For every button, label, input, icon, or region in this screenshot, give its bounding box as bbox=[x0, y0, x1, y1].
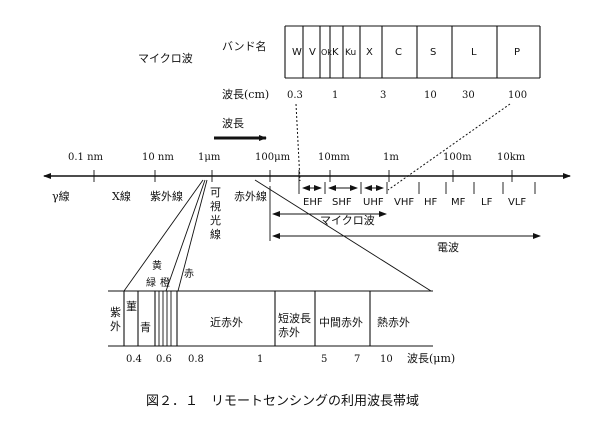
detail-tick-0.6: 0.6 bbox=[156, 354, 172, 365]
tick-100um: 100μm bbox=[255, 152, 291, 163]
detail-tick-0.8: 0.8 bbox=[188, 354, 204, 365]
color-yellow: 黄 bbox=[152, 259, 162, 272]
direction-label: 波長 bbox=[222, 117, 244, 130]
visible-label-4: 線 bbox=[210, 227, 221, 241]
detail-zoom-lines bbox=[123, 179, 432, 292]
cell-uv: 紫外 bbox=[110, 306, 121, 333]
radio-lf: LF bbox=[481, 197, 493, 208]
cell-swir: 短波長赤外 bbox=[278, 311, 311, 339]
radio-hf: HF bbox=[424, 197, 438, 208]
band-ka: Ok bbox=[321, 48, 332, 57]
tick-0.1nm: 0.1 nm bbox=[68, 152, 104, 163]
band-p: P bbox=[514, 47, 520, 58]
band-wl-tick-0.3: 0.3 bbox=[287, 90, 303, 101]
band-c: C bbox=[395, 47, 402, 58]
region-gamma: γ線 bbox=[52, 189, 70, 203]
figure-caption: 図２．１ リモートセンシングの利用波長帯域 bbox=[146, 394, 419, 409]
radio-ehf: EHF bbox=[303, 197, 323, 208]
color-violet: 菫 bbox=[126, 300, 137, 313]
detail-tick-7: 7 bbox=[354, 354, 360, 365]
radio-span-label: 電波 bbox=[437, 241, 459, 254]
visible-label-1: 可 bbox=[210, 186, 221, 199]
tick-1um: 1μm bbox=[198, 152, 221, 163]
detail-tick-10: 10 bbox=[380, 354, 393, 365]
tick-10km: 10km bbox=[497, 152, 526, 163]
zoom-guide-right bbox=[387, 103, 511, 191]
cell-near-ir: 近赤外 bbox=[210, 316, 243, 329]
radio-mf: MF bbox=[451, 197, 466, 208]
cell-mid-ir: 中間赤外 bbox=[319, 316, 363, 329]
band-ku: Ku bbox=[345, 48, 356, 58]
tick-10mm: 10mm bbox=[318, 152, 350, 163]
color-green: 緑 bbox=[146, 276, 156, 289]
tick-10nm: 10 nm bbox=[142, 152, 174, 163]
band-s: S bbox=[430, 47, 436, 58]
band-wavelength-label: 波長(cm) bbox=[222, 88, 269, 101]
detail-axis-label: 波長(μm) bbox=[407, 352, 455, 365]
band-name-label: バンド名 bbox=[222, 39, 267, 53]
band-v: V bbox=[309, 47, 316, 58]
microwave-title: マイクロ波 bbox=[138, 52, 193, 65]
band-wl-tick-30: 30 bbox=[462, 90, 475, 101]
band-x: X bbox=[366, 47, 373, 58]
detail-tick-1: 1 bbox=[257, 354, 263, 365]
band-wl-tick-3: 3 bbox=[380, 90, 386, 101]
region-xray: X線 bbox=[112, 189, 131, 203]
tick-1m: 1m bbox=[383, 152, 399, 163]
region-uv: 紫外線 bbox=[150, 189, 183, 203]
main-spectrum: 0.1 nm 10 nm 1μm 100μm 10mm 1m 100m 10km… bbox=[43, 152, 571, 254]
detail-spectrum: 黄 緑 橙 赤 菫 青 紫外 近赤外 短波長赤外 中間赤外 熱赤外 0.4 0.… bbox=[108, 259, 455, 365]
visible-label-2: 視 bbox=[210, 199, 221, 213]
microwave-span-label: マイクロ波 bbox=[320, 214, 375, 227]
radio-vhf: VHF bbox=[394, 197, 414, 208]
band-l: L bbox=[471, 47, 477, 58]
band-wl-tick-1: 1 bbox=[332, 90, 338, 101]
radio-uhf: UHF bbox=[363, 197, 384, 208]
band-w: W bbox=[292, 47, 302, 58]
band-wl-tick-10: 10 bbox=[424, 90, 437, 101]
color-red: 赤 bbox=[184, 268, 194, 280]
radio-vlf: VLF bbox=[508, 197, 526, 208]
microwave-band-table: マイクロ波 バンド名 W V Ok K Ku X C S L P 波長(cm) … bbox=[138, 25, 541, 191]
visible-label-3: 光 bbox=[210, 213, 221, 227]
color-orange: 橙 bbox=[160, 276, 170, 289]
region-ir: 赤外線 bbox=[234, 189, 267, 203]
band-k: K bbox=[332, 47, 339, 58]
color-blue: 青 bbox=[140, 321, 151, 334]
zoom-guide-left bbox=[295, 103, 301, 182]
tick-100m: 100m bbox=[443, 152, 472, 163]
detail-tick-5: 5 bbox=[321, 354, 327, 365]
detail-tick-0.4: 0.4 bbox=[126, 354, 142, 365]
radio-shf: SHF bbox=[332, 197, 352, 208]
band-wl-tick-100: 100 bbox=[508, 90, 527, 101]
cell-thermal-ir: 熱赤外 bbox=[377, 316, 410, 329]
